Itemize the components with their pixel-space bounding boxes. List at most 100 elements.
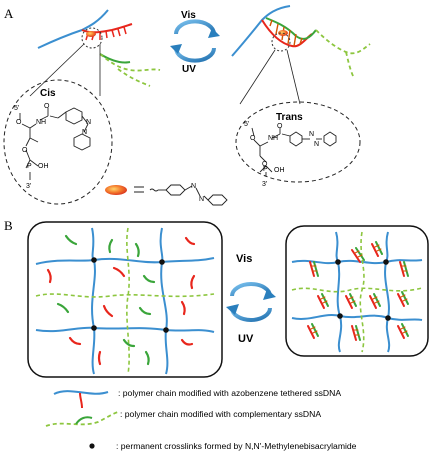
green-dashed-chain xyxy=(99,53,161,72)
dissociated-network xyxy=(27,221,223,378)
duplex-link xyxy=(317,293,329,309)
green-dashed-chain-branch xyxy=(117,68,151,87)
cis-nh-label: NH xyxy=(36,119,46,126)
cis-three-prime: 3' xyxy=(26,183,31,190)
hybridized-network xyxy=(285,225,429,357)
duplex-link xyxy=(309,261,319,277)
legend-crosslink-dot xyxy=(89,443,95,449)
cis-oh-label: OH xyxy=(38,163,49,170)
azo-n2: N xyxy=(199,196,204,203)
trans-three-prime: 3' xyxy=(262,181,267,188)
trans-p-label: P xyxy=(263,166,268,173)
duplex-link xyxy=(369,293,381,309)
trans-n2: N xyxy=(314,141,319,148)
panel-a-label: A xyxy=(4,6,14,21)
middle-arrow-upper xyxy=(230,282,272,297)
legend-green-ssdna xyxy=(75,416,93,425)
cis-zoom-ellipse xyxy=(3,79,113,205)
cis-polymer-assembly xyxy=(37,9,133,49)
left-blue-chains xyxy=(35,227,215,375)
trans-carbonyl-o: O xyxy=(277,123,283,130)
legend-red-ssdna xyxy=(79,392,83,409)
right-crosslinks xyxy=(335,259,391,321)
crosslink-dot xyxy=(159,259,165,265)
cis-backbone-bonds xyxy=(19,107,91,180)
trans-o-ring: O xyxy=(262,161,268,168)
cis-title: Cis xyxy=(40,88,56,99)
trans-oh-label: OH xyxy=(274,167,285,174)
middle-uv-label: UV xyxy=(238,333,254,345)
trans-molecule-zoom: Trans 5' O NH O N N O P OH 3' xyxy=(235,101,361,188)
trans-n1: N xyxy=(309,131,314,138)
azo-chromophore xyxy=(86,31,96,37)
legend: : polymer chain modified with azobenzene… xyxy=(45,388,357,451)
top-arrow-upper xyxy=(174,19,216,35)
legend-item-comp-polymer: : polymer chain modified with complement… xyxy=(45,409,321,427)
duplex-link xyxy=(397,323,409,339)
middle-light-switch: Vis UV xyxy=(226,253,276,345)
crosslink-dot xyxy=(91,325,97,331)
azo-symbol xyxy=(105,185,127,195)
azo-n1: N xyxy=(191,183,196,190)
azobenzene-key: N N xyxy=(105,183,228,206)
zoom-line-left xyxy=(29,43,85,97)
cis-n1: N xyxy=(86,119,91,126)
legend-green-chain xyxy=(45,411,119,427)
trans-nh-label: NH xyxy=(268,135,278,142)
trans-title: Trans xyxy=(276,112,303,123)
right-network-frame xyxy=(285,225,429,357)
cis-five-prime: 5' xyxy=(14,105,19,112)
left-network-frame xyxy=(27,221,223,378)
top-vis-label: Vis xyxy=(181,10,196,21)
middle-vis-label: Vis xyxy=(236,253,252,265)
legend-item-azo-polymer: : polymer chain modified with azobenzene… xyxy=(53,388,341,409)
crosslink-dot xyxy=(91,257,97,263)
duplex-link xyxy=(399,261,409,277)
zoom-line-trans-left xyxy=(239,49,276,105)
zoom-line-trans-right xyxy=(286,49,301,105)
crosslink-dot xyxy=(335,259,341,265)
crosslink-dot xyxy=(383,259,389,265)
cis-o-ring: O xyxy=(22,147,28,154)
trans-polymer-assembly xyxy=(231,5,371,79)
legend-text-3: : permanent crosslinks formed by N,N'-Me… xyxy=(116,441,357,451)
cis-carbonyl-o: O xyxy=(44,103,50,110)
crosslink-dot xyxy=(163,327,169,333)
blue-polymer-chain xyxy=(37,9,109,49)
top-arrowhead-upper xyxy=(208,28,220,38)
duplex-link xyxy=(351,325,361,341)
trans-five-prime: 5' xyxy=(244,121,249,128)
top-uv-label: UV xyxy=(182,64,196,75)
legend-text-2: : polymer chain modified with complement… xyxy=(120,409,321,419)
left-green-chains xyxy=(35,227,215,375)
cis-n2: N xyxy=(82,129,87,136)
left-crosslinks xyxy=(91,257,169,333)
zoom-circle-trans xyxy=(271,32,291,52)
duplex-link xyxy=(371,241,383,257)
legend-text-1: : polymer chain modified with azobenzene… xyxy=(118,388,341,398)
middle-arrowhead-upper xyxy=(263,289,276,300)
duplex-link xyxy=(351,247,365,263)
middle-arrow-lower xyxy=(230,307,272,322)
middle-arrowhead-lower xyxy=(226,304,239,315)
green-complementary-chain-top xyxy=(99,53,161,87)
right-green-chains xyxy=(291,231,423,353)
trans-backbone-bonds xyxy=(251,127,337,176)
left-free-ssdna xyxy=(46,234,196,366)
trans-o-label: O xyxy=(250,135,256,142)
green-dashed-chain-right-branch xyxy=(345,51,355,79)
crosslink-dot xyxy=(385,315,391,321)
green-dashed-chain-right xyxy=(315,29,371,55)
duplex-link xyxy=(345,293,357,309)
zoom-circle-cis xyxy=(81,27,103,49)
panel-b-label: B xyxy=(4,218,13,233)
top-light-switch: Vis UV xyxy=(170,10,220,75)
top-arrow-lower xyxy=(174,47,216,63)
cis-p-label: P xyxy=(27,163,32,170)
duplex-link xyxy=(307,323,319,339)
top-arrowhead-lower xyxy=(170,44,182,54)
duplex-link xyxy=(397,291,409,307)
green-ssdna xyxy=(99,53,131,64)
legend-blue-chain xyxy=(53,390,109,395)
